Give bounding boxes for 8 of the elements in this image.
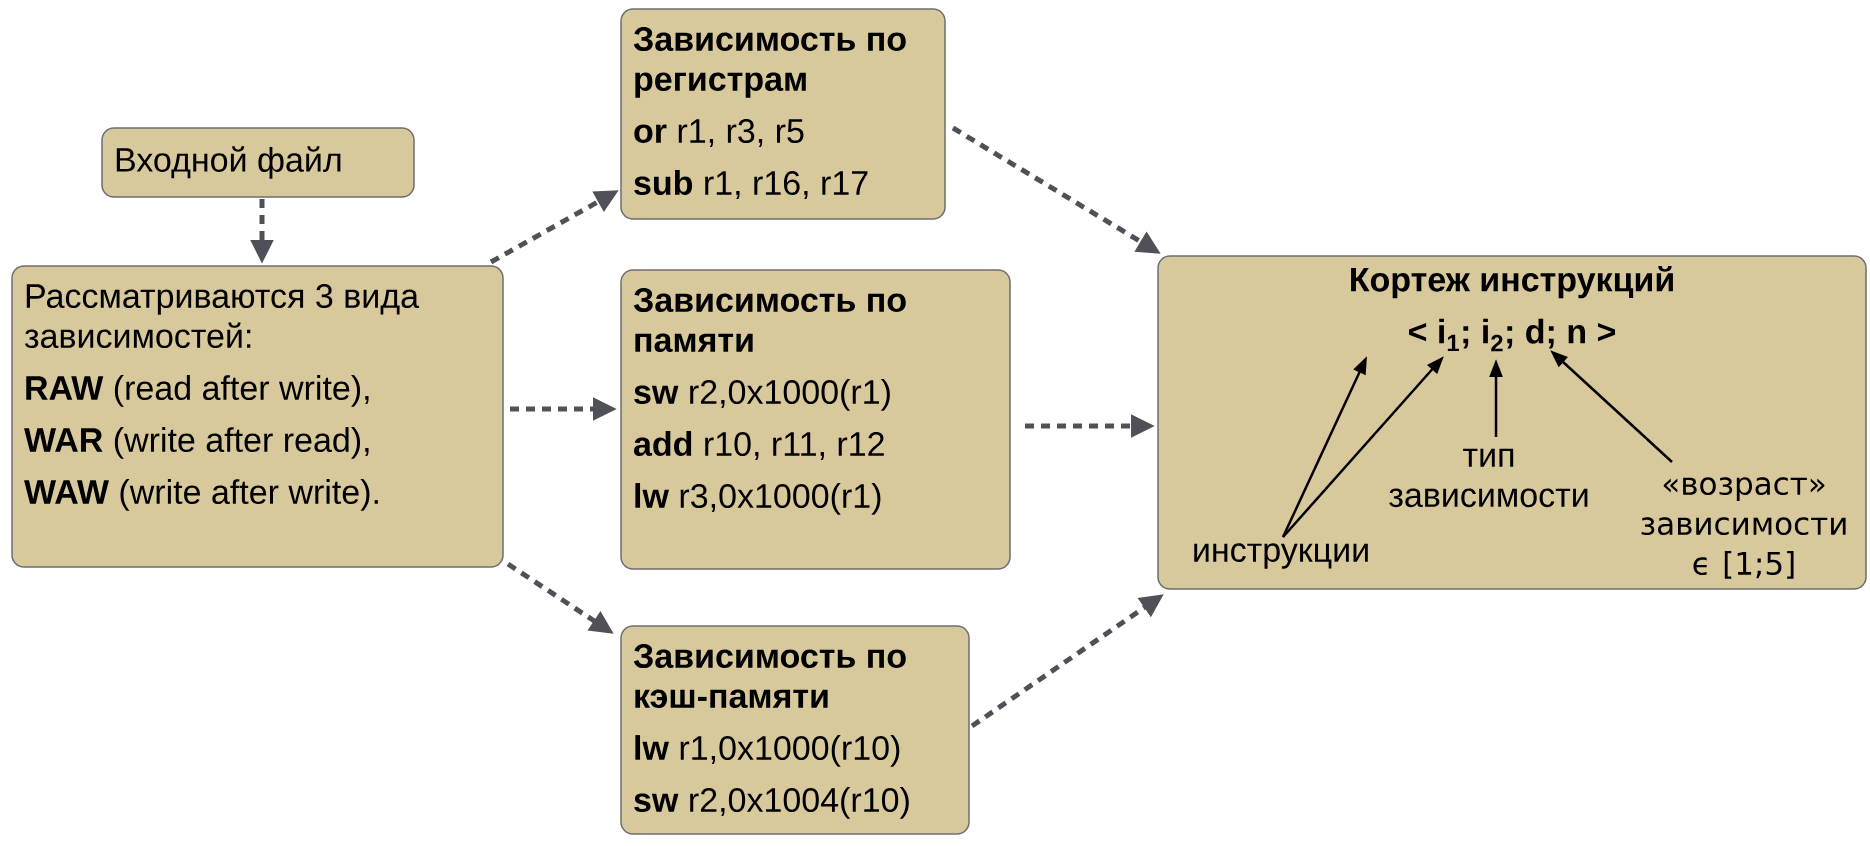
annotation-label: инструкции [1194,543,1368,569]
process-box: Зависимость по памяти sw r2,0x1000(r1) add r10, r11, r12 lw r3,0x1000(r1) [620,269,1011,570]
process-box: Входной файл [101,127,415,198]
process-box: Зависимость по регистрам or r1, r3, r5 sub r1, r16, r17 [620,8,946,220]
process-box: Зависимость по кэш-памяти lw r1,0x1000(r10) sw r2,0x1004(r10) [620,625,970,835]
annotation-label: «возраст» зависимости ϵ [1;5] [1641,477,1846,579]
process-box: Рассматриваются 3 вида зависимостей: RAW (read after write), WAR (write after read), WAW (write after write). [11,265,504,568]
annotation-label: тип зависимости [1389,448,1588,508]
